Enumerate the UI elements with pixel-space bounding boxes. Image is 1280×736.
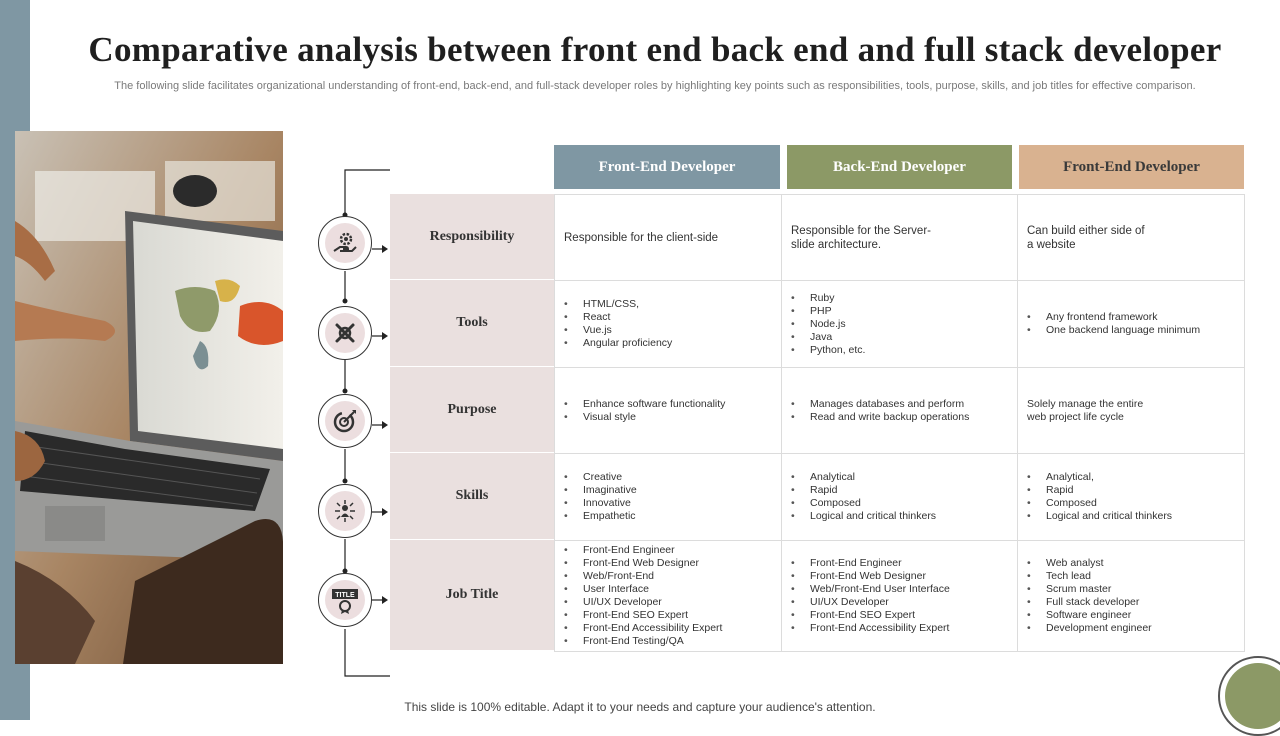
bullet-list: CreativeImaginativeInnovativeEmpathetic <box>564 471 637 523</box>
list-item: Software engineer <box>1027 609 1152 622</box>
cell-responsibility-full-stack: Can build either side of a website <box>1017 194 1245 281</box>
row-label-job-title: Job Title <box>390 540 554 651</box>
list-item: PHP <box>791 305 865 318</box>
list-item: Composed <box>1027 497 1172 510</box>
cell-text: Responsible for the Server- slide archit… <box>791 224 931 251</box>
list-item: Any frontend framework <box>1027 311 1200 324</box>
list-item: Vue.js <box>564 324 672 337</box>
cell-purpose-back-end: Manages databases and performRead and wr… <box>781 367 1018 454</box>
bullet-list: Front-End EngineerFront-End Web Designer… <box>564 544 722 648</box>
list-item: Front-End Web Designer <box>564 557 722 570</box>
cell-tools-back-end: RubyPHPNode.jsJavaPython, etc. <box>781 280 1018 368</box>
list-item: Front-End Accessibility Expert <box>564 622 722 635</box>
corner-decoration <box>1218 656 1280 736</box>
list-item: Front-End Engineer <box>791 557 950 570</box>
bullet-list: Manages databases and performRead and wr… <box>791 398 969 424</box>
list-item: One backend language minimum <box>1027 324 1200 337</box>
list-item: Full stack developer <box>1027 596 1152 609</box>
laptop-photo <box>15 131 283 664</box>
tools-icon <box>318 306 372 360</box>
list-item: Innovative <box>564 497 637 510</box>
row-label-skills: Skills <box>390 453 554 540</box>
bullet-list: RubyPHPNode.jsJavaPython, etc. <box>791 292 865 357</box>
bullet-list: AnalyticalRapidComposed Logical and crit… <box>791 471 936 523</box>
list-item: Rapid <box>791 484 936 497</box>
cell-purpose-full-stack: Solely manage the entire web project lif… <box>1017 367 1245 454</box>
list-item: Creative <box>564 471 637 484</box>
list-item: React <box>564 311 672 324</box>
list-item: Node.js <box>791 318 865 331</box>
cell-purpose-front-end: Enhance software functionalityVisual sty… <box>554 367 782 454</box>
person-network-icon <box>318 484 372 538</box>
list-item: Front-End Web Designer <box>791 570 950 583</box>
list-item: Front-End Testing/QA <box>564 635 722 648</box>
list-item: Visual style <box>564 411 725 424</box>
list-item: Front-End SEO Expert <box>791 609 950 622</box>
bullet-list: Any frontend frameworkOne backend langua… <box>1027 311 1200 337</box>
title-badge-icon: TITLE <box>318 573 372 627</box>
row-label-purpose: Purpose <box>390 367 554 453</box>
bullet-list: Analytical,RapidComposedLogical and crit… <box>1027 471 1172 523</box>
list-item: Java <box>791 331 865 344</box>
list-item: Front-End Accessibility Expert <box>791 622 950 635</box>
list-item: Ruby <box>791 292 865 305</box>
list-item: Analytical, <box>1027 471 1172 484</box>
list-item: HTML/CSS, <box>564 298 672 311</box>
svg-text:TITLE: TITLE <box>335 592 355 599</box>
bullet-list: Web analystTech leadScrum masterFull sta… <box>1027 557 1152 635</box>
cell-text: Responsible for the client-side <box>564 231 719 244</box>
list-item: Tech lead <box>1027 570 1152 583</box>
list-item: Manages databases and perform <box>791 398 969 411</box>
list-item: Web analyst <box>1027 557 1152 570</box>
list-item: Logical and critical thinkers <box>1027 510 1172 523</box>
list-item: Composed <box>791 497 936 510</box>
column-header-full-stack: Front-End Developer <box>1019 145 1244 189</box>
target-icon <box>318 394 372 448</box>
hand-gear-icon <box>318 216 372 270</box>
column-header-front-end: Front-End Developer <box>554 145 780 189</box>
list-item: Analytical <box>791 471 936 484</box>
connector-line <box>342 169 390 677</box>
list-item: Development engineer <box>1027 622 1152 635</box>
footer-note: This slide is 100% editable. Adapt it to… <box>404 700 876 714</box>
list-item: Imaginative <box>564 484 637 497</box>
cell-job-title-full-stack: Web analystTech leadScrum masterFull sta… <box>1017 540 1245 652</box>
cell-skills-front-end: CreativeImaginativeInnovativeEmpathetic <box>554 453 782 541</box>
list-item: Scrum master <box>1027 583 1152 596</box>
list-item: User Interface <box>564 583 722 596</box>
column-header-back-end: Back-End Developer <box>787 145 1012 189</box>
list-item: Angular proficiency <box>564 337 672 350</box>
cell-job-title-back-end: Front-End EngineerFront-End Web Designer… <box>781 540 1018 652</box>
list-item: Empathetic <box>564 510 637 523</box>
row-label-responsibility: Responsibility <box>390 194 554 280</box>
list-item: UI/UX Developer <box>791 596 950 609</box>
cell-skills-full-stack: Analytical,RapidComposedLogical and crit… <box>1017 453 1245 541</box>
cell-text: Solely manage the entire web project lif… <box>1027 397 1144 423</box>
row-label-tools: Tools <box>390 280 554 367</box>
cell-job-title-front-end: Front-End EngineerFront-End Web Designer… <box>554 540 782 652</box>
cell-text: Can build either side of a website <box>1027 224 1145 251</box>
list-item: Rapid <box>1027 484 1172 497</box>
bullet-list: HTML/CSS,ReactVue.jsAngular proficiency <box>564 298 672 350</box>
bullet-list: Front-End EngineerFront-End Web Designer… <box>791 557 950 635</box>
list-item: Front-End Engineer <box>564 544 722 557</box>
cell-tools-front-end: HTML/CSS,ReactVue.jsAngular proficiency <box>554 280 782 368</box>
page-subtitle: The following slide facilitates organiza… <box>114 80 1196 92</box>
list-item: Read and write backup operations <box>791 411 969 424</box>
cell-skills-back-end: AnalyticalRapidComposed Logical and crit… <box>781 453 1018 541</box>
bullet-list: Enhance software functionalityVisual sty… <box>564 398 725 424</box>
list-item: Python, etc. <box>791 344 865 357</box>
list-item: Logical and critical thinkers <box>791 510 936 523</box>
list-item: Front-End SEO Expert <box>564 609 722 622</box>
cell-tools-full-stack: Any frontend frameworkOne backend langua… <box>1017 280 1245 368</box>
list-item: Enhance software functionality <box>564 398 725 411</box>
cell-responsibility-back-end: Responsible for the Server- slide archit… <box>781 194 1018 281</box>
cell-responsibility-front-end: Responsible for the client-side <box>554 194 782 281</box>
list-item: Web/Front-End User Interface <box>791 583 950 596</box>
page-title: Comparative analysis between front end b… <box>88 30 1222 69</box>
list-item: Web/Front-End <box>564 570 722 583</box>
list-item: UI/UX Developer <box>564 596 722 609</box>
